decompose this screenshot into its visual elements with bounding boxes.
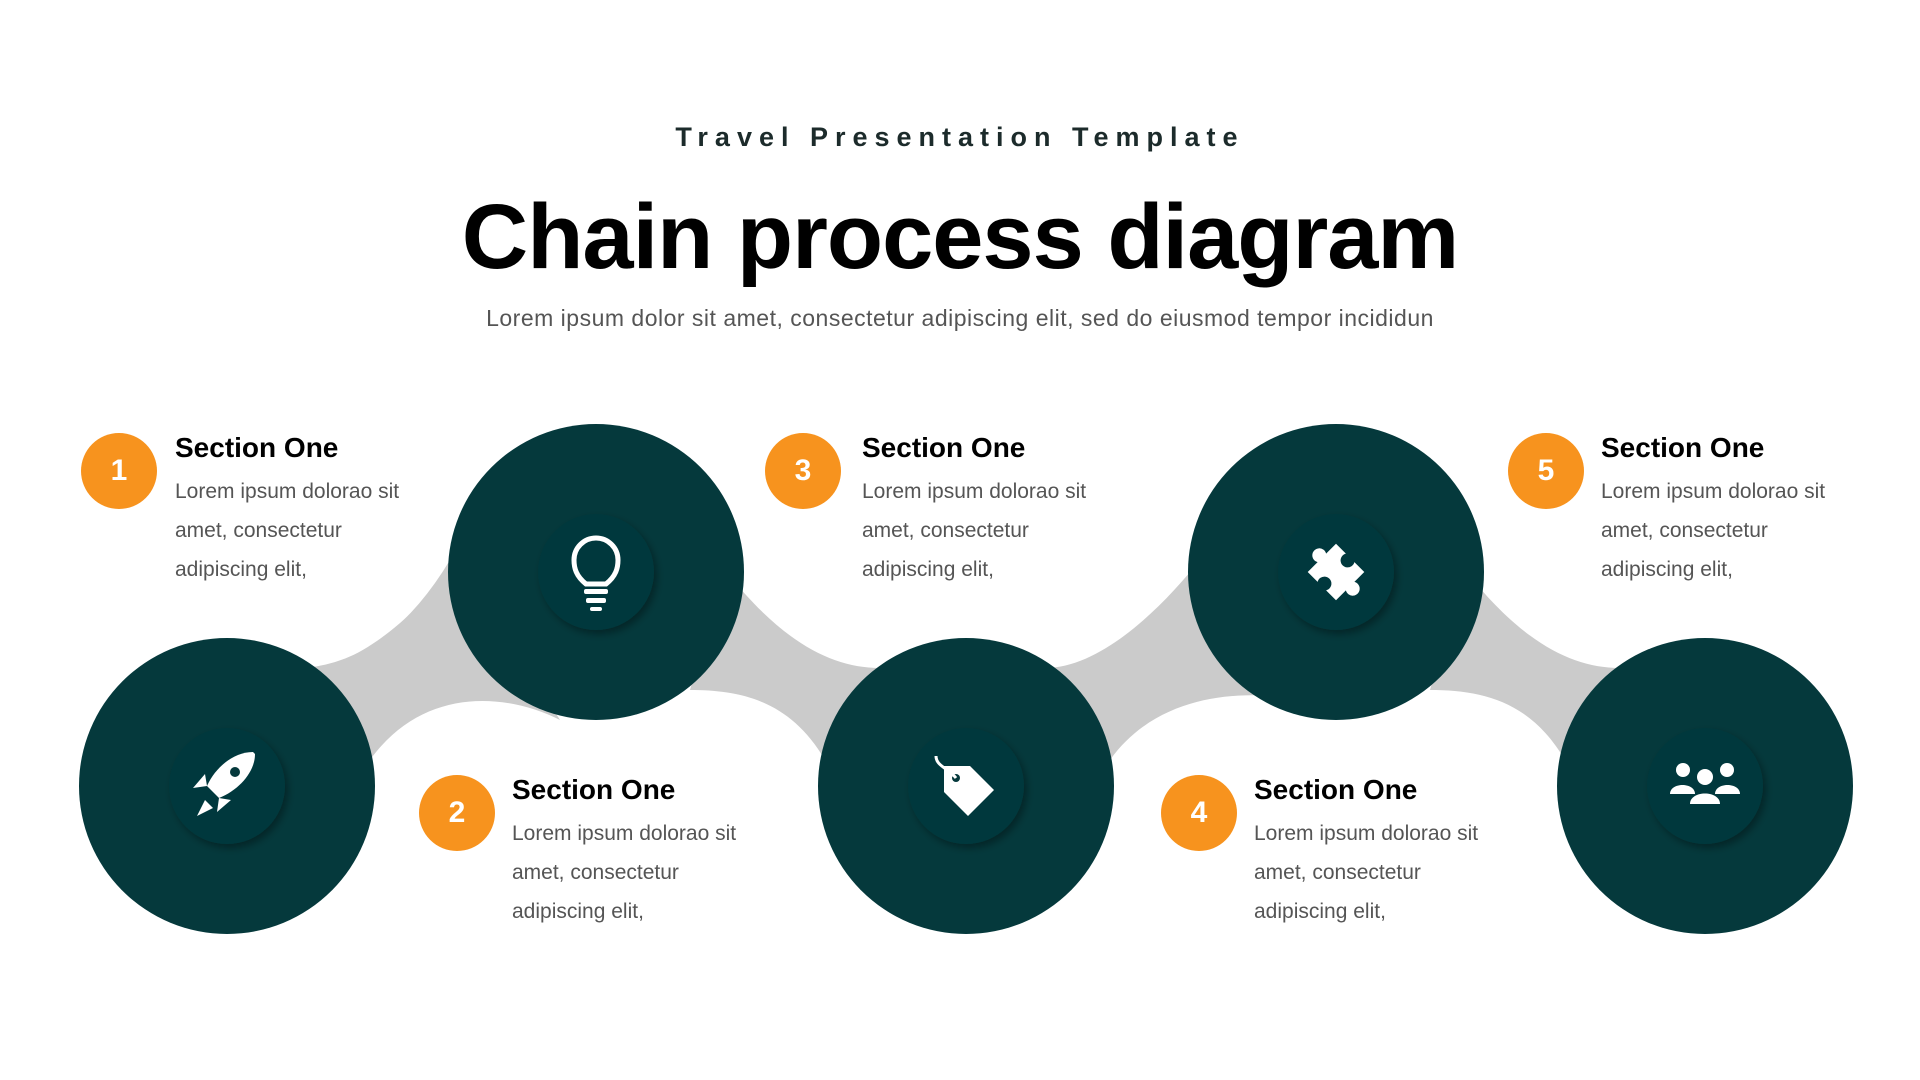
step-title: Section One xyxy=(512,774,676,805)
step-text-4: Section One Lorem ipsum dolorao sit amet… xyxy=(1254,774,1514,931)
connector-3-4 xyxy=(1045,560,1300,760)
tag-icon xyxy=(934,755,994,816)
page-subtitle: Lorem ipsum dolor sit amet, consectetur … xyxy=(486,305,1434,331)
step-title: Section One xyxy=(862,432,1026,463)
step-circle-3 xyxy=(818,638,1114,934)
rocket-icon xyxy=(193,752,255,816)
step-badge-1: 1 xyxy=(81,433,157,509)
step-badge-4: 4 xyxy=(1161,775,1237,851)
step-title: Section One xyxy=(175,432,339,463)
step-badge-5: 5 xyxy=(1508,433,1584,509)
step-number: 3 xyxy=(794,454,812,487)
eyebrow-text: Travel Presentation Template xyxy=(675,122,1245,152)
step-body: Lorem ipsum dolorao sit amet, consectetu… xyxy=(175,480,400,581)
step-text-3: Section One Lorem ipsum dolorao sit amet… xyxy=(862,432,1122,589)
connector-1-2-bridge xyxy=(305,560,560,760)
step-circle-5 xyxy=(1557,638,1853,934)
step-body: Lorem ipsum dolorao sit amet, consectetu… xyxy=(512,822,737,923)
page-title: Chain process diagram xyxy=(461,186,1459,288)
puzzle-icon xyxy=(1307,543,1365,601)
step-title: Section One xyxy=(1254,774,1418,805)
step-text-5: Section One Lorem ipsum dolorao sit amet… xyxy=(1601,432,1861,589)
lightbulb-icon xyxy=(571,535,621,611)
step-circle-4 xyxy=(1188,424,1484,720)
step-title: Section One xyxy=(1601,432,1765,463)
step-badge-2: 2 xyxy=(419,775,495,851)
step-number: 1 xyxy=(110,454,128,487)
step-text-1: Section One Lorem ipsum dolorao sit amet… xyxy=(175,432,435,589)
step-circle-2 xyxy=(448,424,744,720)
team-icon xyxy=(1670,763,1740,804)
step-circle-1 xyxy=(79,638,375,934)
connector-4-5 xyxy=(1430,570,1620,760)
step-body: Lorem ipsum dolorao sit amet, consectetu… xyxy=(862,480,1087,581)
step-body: Lorem ipsum dolorao sit amet, consectetu… xyxy=(1254,822,1479,923)
connector-2-3 xyxy=(690,570,880,760)
step-text-2: Section One Lorem ipsum dolorao sit amet… xyxy=(512,774,772,931)
step-number: 5 xyxy=(1537,454,1555,487)
step-body: Lorem ipsum dolorao sit amet, consectetu… xyxy=(1601,480,1826,581)
step-number: 2 xyxy=(448,796,466,829)
step-badge-3: 3 xyxy=(765,433,841,509)
step-number: 4 xyxy=(1190,796,1208,829)
